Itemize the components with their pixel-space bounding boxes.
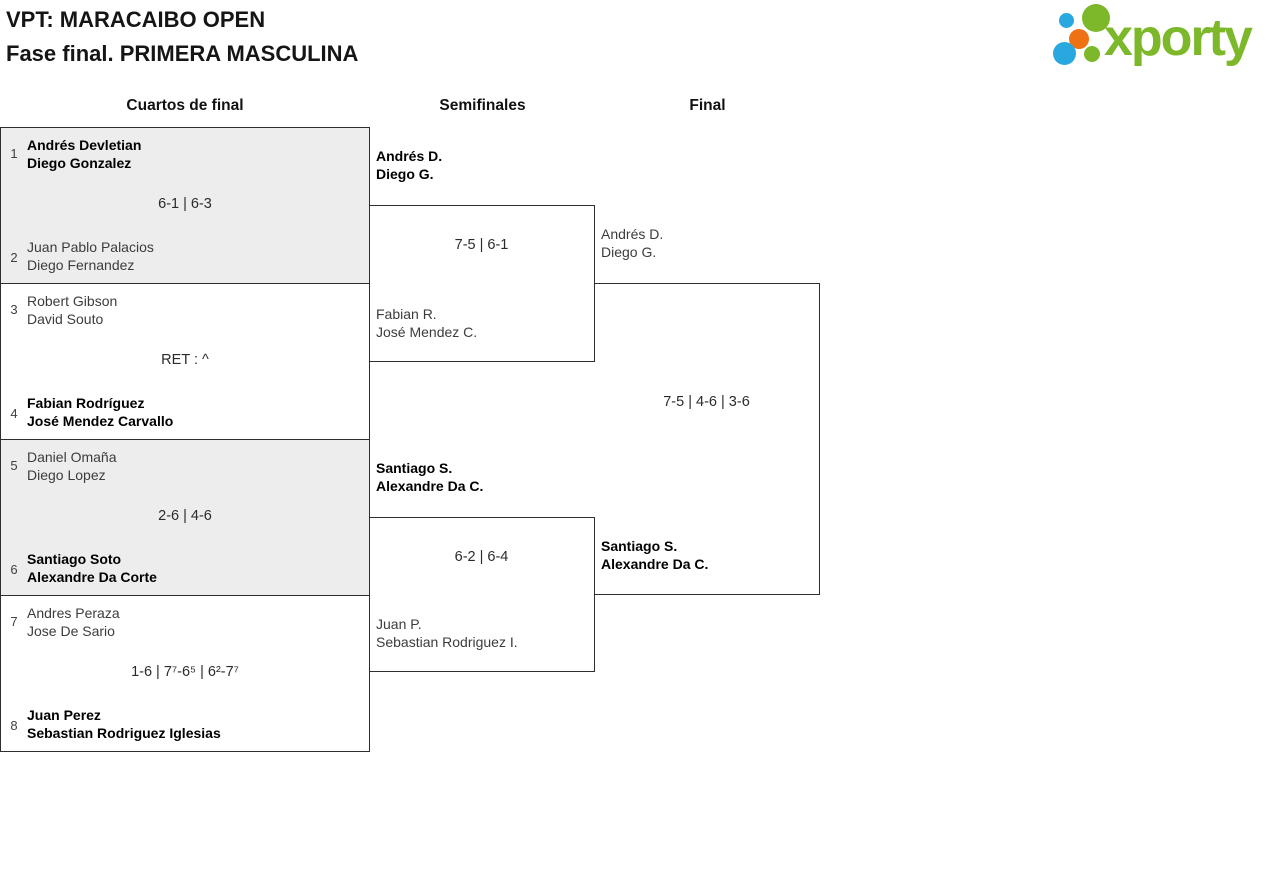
player-name: Andrés Devletian [27,137,142,153]
round-header-final: Final [689,97,726,114]
player-name: Diego Gonzalez [27,154,132,171]
logo-dot-icon [1059,13,1074,28]
logo-dot-icon [1053,42,1076,65]
final-match: Andrés D. Diego G. 7-5 | 4-6 | 3-6 Santi… [594,226,820,595]
player-name: Juan Pablo Palacios [27,239,154,255]
team-names: Santiago S. Alexandre Da C. [601,538,708,573]
phase-category: Fase final. PRIMERA MASCULINA [6,41,359,66]
player-name: Diego G. [376,165,434,182]
team-names: Daniel Omaña Diego Lopez [27,449,117,484]
logo-wordmark: xporty [1104,9,1253,67]
logo-dot-icon [1082,4,1110,32]
match-score: 6-2 | 6-4 [454,549,509,565]
player-name: José Mendez Carvallo [27,412,174,429]
player-name: Fabian Rodríguez [27,395,145,411]
seed-number: 5 [10,458,18,473]
player-name: Juan Perez [27,707,101,723]
qf-match-2: 3 Robert Gibson David Souto RET : ^ 4 Fa… [0,283,370,440]
player-name: Andres Peraza [27,605,120,621]
page-title: VPT: MARACAIBO OPEN Fase final. PRIMERA … [6,3,358,71]
qf-match-3: 5 Daniel Omaña Diego Lopez 2-6 | 4-6 6 S… [0,439,370,596]
team-names: Andrés D. Diego G. [601,226,663,261]
team-names: Santiago Soto Alexandre Da Corte [27,551,157,586]
team-names: Andrés D. Diego G. [376,148,442,183]
seed-number: 4 [10,406,18,421]
player-name: Alexandre Da C. [376,477,484,494]
round-header-cuartos: Cuartos de final [126,97,244,114]
player-name: Juan P. [376,616,422,632]
logo-dot-icon [1069,29,1089,49]
player-name: Andrés D. [601,226,664,242]
player-name: Jose De Sario [27,622,115,639]
player-name: Sebastian Rodriguez I. [376,633,518,650]
player-name: Diego G. [601,243,657,260]
match-score: 1-6 | 7⁷-6⁵ | 6²-7⁷ [131,663,239,680]
seed-number: 7 [10,614,18,629]
sf-match-1: Andrés D. Diego G. 7-5 | 6-1 Fabian R. J… [369,148,595,362]
team-names: Juan Pablo Palacios Diego Fernandez [27,239,154,274]
match-score: 7-5 | 6-1 [454,237,509,253]
team-names: Juan P. Sebastian Rodriguez I. [376,616,518,651]
team-names: Santiago S. Alexandre Da C. [376,460,483,495]
match-score: 6-1 | 6-3 [158,195,212,212]
match-score: 7-5 | 4-6 | 3-6 [663,394,750,410]
team-names: Andrés Devletian Diego Gonzalez [27,137,141,172]
team-names: Andres Peraza Jose De Sario [27,605,120,640]
player-name: Santiago Soto [27,551,122,567]
qf-match-4: 7 Andres Peraza Jose De Sario 1-6 | 7⁷-6… [0,595,370,752]
round-header-semifinales: Semifinales [439,97,526,114]
player-name: Sebastian Rodriguez Iglesias [27,724,221,741]
team-names: Juan Perez Sebastian Rodriguez Iglesias [27,707,221,742]
seed-number: 1 [10,146,18,161]
player-name: Diego Lopez [27,466,106,483]
player-name: Alexandre Da Corte [27,568,157,585]
sf-match-2: Santiago S. Alexandre Da C. 6-2 | 6-4 Ju… [369,460,595,672]
player-name: Santiago S. [601,538,678,554]
tournament-name: VPT: MARACAIBO OPEN [6,7,266,32]
player-name: Fabian R. [376,306,437,322]
player-name: José Mendez C. [376,323,478,340]
seed-number: 2 [10,250,18,265]
match-score: 2-6 | 4-6 [158,507,212,524]
logo-dot-icon [1084,46,1100,62]
seed-number: 3 [10,302,18,317]
seed-number: 8 [10,718,18,733]
xporty-logo: xporty [1045,0,1280,80]
player-name: Daniel Omaña [27,449,117,465]
match-score: RET : ^ [161,351,209,368]
player-name: Alexandre Da C. [601,555,709,572]
team-names: Fabian R. José Mendez C. [376,306,477,341]
player-name: Diego Fernandez [27,256,135,273]
player-name: Robert Gibson [27,293,118,309]
qf-match-1: 1 Andrés Devletian Diego Gonzalez 6-1 | … [0,127,370,284]
team-names: Robert Gibson David Souto [27,293,117,328]
team-names: Fabian Rodríguez José Mendez Carvallo [27,395,173,430]
player-name: David Souto [27,310,104,327]
player-name: Santiago S. [376,460,453,476]
seed-number: 6 [10,562,18,577]
player-name: Andrés D. [376,148,443,164]
